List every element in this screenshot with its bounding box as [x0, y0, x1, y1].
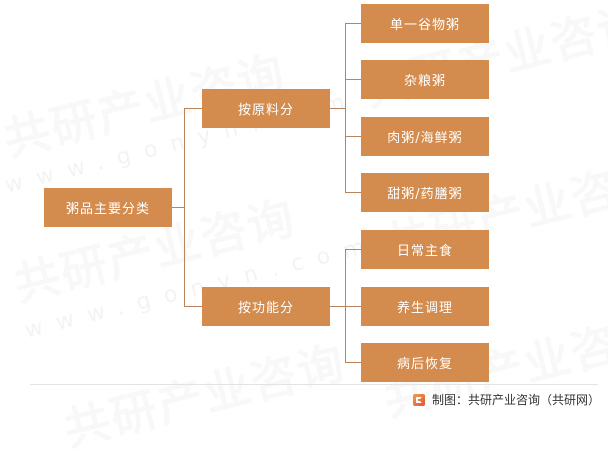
- leaf-node: 养生调理: [361, 287, 489, 326]
- connector: [330, 108, 346, 109]
- leaf-node: 日常主食: [361, 230, 489, 269]
- footer-source: 制图：共研产业咨询（共研网）: [412, 391, 600, 408]
- watermark-brand: 共研产业咨询: [58, 334, 351, 457]
- branch-node-by-ingredient: 按原料分: [202, 89, 330, 128]
- leaf-node: 甜粥/药膳粥: [361, 173, 489, 212]
- connector: [184, 108, 202, 109]
- connector: [184, 306, 202, 307]
- connector: [172, 207, 185, 208]
- connector: [345, 79, 361, 80]
- brand-logo-icon: [412, 393, 425, 406]
- leaf-node: 杂粮粥: [361, 60, 489, 99]
- root-node: 粥品主要分类: [44, 188, 172, 227]
- connector: [184, 108, 185, 307]
- connector: [345, 192, 361, 193]
- connector: [345, 23, 361, 24]
- footer-divider: [30, 384, 598, 385]
- connector: [345, 249, 361, 250]
- connector: [345, 362, 361, 363]
- branch-node-by-function: 按功能分: [202, 287, 330, 326]
- leaf-node: 肉粥/海鲜粥: [361, 117, 489, 156]
- source-caption: 制图：共研产业咨询（共研网）: [431, 393, 600, 407]
- leaf-node: 单一谷物粥: [361, 4, 489, 43]
- leaf-node: 病后恢复: [361, 343, 489, 382]
- connector: [330, 306, 346, 307]
- connector: [345, 136, 361, 137]
- connector: [345, 306, 361, 307]
- connector: [345, 23, 346, 193]
